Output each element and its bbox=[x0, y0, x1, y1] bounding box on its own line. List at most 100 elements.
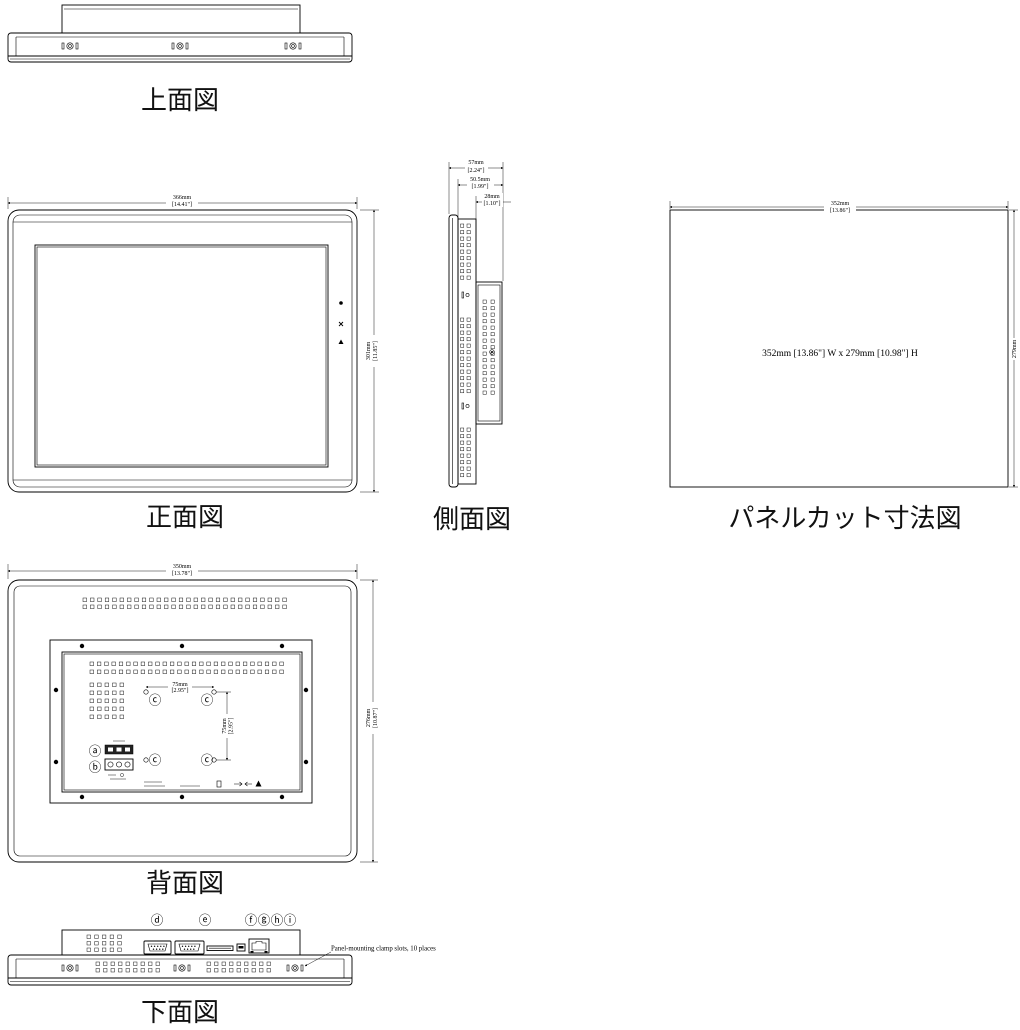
vent-hole bbox=[482, 371, 487, 376]
vent-hole bbox=[97, 604, 102, 609]
vent-hole bbox=[250, 669, 255, 674]
vent-hole bbox=[466, 243, 471, 248]
callout-i: ⓘ bbox=[284, 913, 297, 928]
clamp-slot-tab bbox=[286, 964, 290, 972]
vent-hole bbox=[482, 364, 487, 369]
side-rear-box-inner bbox=[477, 284, 501, 422]
vent-hole bbox=[466, 324, 471, 329]
vent-hole bbox=[164, 604, 169, 609]
clamp-slot-tab bbox=[75, 964, 79, 972]
mount-hole-top-left bbox=[143, 689, 149, 695]
vent-hole bbox=[148, 669, 153, 674]
vent-hole bbox=[466, 427, 471, 432]
callout-f: ⓕ bbox=[245, 913, 258, 928]
vent-hole bbox=[118, 661, 124, 666]
vent-hole bbox=[236, 968, 241, 973]
front-view: 366mm [14.41"] 301mm [11.85"] 正面図 bbox=[7, 193, 379, 532]
vent-hole bbox=[466, 350, 471, 355]
panel-cut-height-mask bbox=[1010, 338, 1018, 360]
port-pin bbox=[191, 945, 193, 947]
vent-hole bbox=[235, 661, 240, 666]
rear-plate-vents bbox=[89, 661, 284, 719]
side-depth-behind-mm: 50.5mm bbox=[470, 177, 490, 183]
vent-hole bbox=[482, 384, 487, 389]
vent-hole bbox=[155, 961, 160, 966]
vent-hole bbox=[126, 669, 131, 674]
terminal-screw bbox=[124, 761, 131, 768]
vent-hole bbox=[126, 661, 131, 666]
vent-hole bbox=[104, 661, 109, 666]
vent-hole bbox=[103, 968, 108, 973]
vent-hole bbox=[102, 947, 107, 952]
vent-hole bbox=[238, 597, 243, 602]
vent-hole bbox=[460, 262, 465, 267]
vent-hole bbox=[460, 460, 465, 465]
vent-hole bbox=[171, 597, 176, 602]
side-slot-upper bbox=[461, 291, 464, 299]
clamp-note-leader bbox=[304, 951, 332, 967]
terminal-screw bbox=[107, 761, 114, 768]
vent-hole bbox=[95, 968, 100, 973]
vent-hole bbox=[104, 690, 109, 695]
clamp-slot bbox=[284, 42, 302, 50]
bottom-view: ⓓ ⓔ ⓕ ⓖ ⓗ ⓘ Panel-mounting clamp slots, … bbox=[7, 913, 436, 1027]
vent-hole bbox=[243, 669, 248, 674]
vent-hole bbox=[460, 256, 465, 261]
vent-hole bbox=[490, 384, 495, 389]
vent-hole bbox=[460, 275, 465, 280]
clamp-slot-ring bbox=[66, 964, 74, 972]
vent-hole bbox=[112, 690, 117, 695]
vent-hole bbox=[206, 669, 211, 674]
vent-hole bbox=[89, 669, 94, 674]
vent-hole bbox=[125, 961, 130, 966]
rear-recess-plate bbox=[49, 639, 313, 804]
vent-hole bbox=[112, 597, 117, 602]
vent-hole bbox=[279, 669, 284, 674]
panel-cut-width-mask bbox=[824, 198, 856, 214]
vent-hole bbox=[259, 961, 264, 966]
vent-hole bbox=[482, 338, 487, 343]
ethernet-led-i bbox=[264, 951, 268, 953]
vent-hole bbox=[104, 669, 109, 674]
vent-hole bbox=[199, 661, 204, 666]
front-view-label: 正面図 bbox=[146, 503, 224, 532]
callout-c-bottom-left: ⓒ bbox=[149, 753, 162, 768]
vent-hole bbox=[164, 597, 169, 602]
front-height-mm: 301mm bbox=[366, 342, 372, 361]
vent-hole bbox=[272, 661, 277, 666]
vent-hole bbox=[117, 934, 122, 939]
vent-hole bbox=[208, 597, 213, 602]
vent-hole bbox=[244, 961, 249, 966]
home-indicator-icon bbox=[338, 339, 344, 344]
side-rear-box-connector-core bbox=[491, 351, 493, 353]
power-terminal-pin bbox=[108, 747, 113, 752]
panel-cut-view: 352mm [13.86"] 279mm 352mm [13.86"] W x … bbox=[669, 198, 1018, 533]
vent-hole bbox=[109, 947, 114, 952]
vent-hole bbox=[272, 669, 277, 674]
side-view: 57mm [2.24"] 50.5mm [1.99"] 28mm [1.10"]… bbox=[433, 158, 511, 534]
usb-icon bbox=[234, 781, 243, 787]
vent-hole bbox=[178, 597, 184, 602]
vent-hole bbox=[213, 661, 218, 666]
rear-height-text-mask bbox=[364, 702, 379, 734]
vent-hole bbox=[125, 968, 130, 973]
vent-hole bbox=[134, 597, 139, 602]
vent-hole bbox=[201, 604, 206, 609]
clamp-slot-tab bbox=[61, 42, 65, 50]
bottom-bezel-flange bbox=[7, 954, 353, 986]
vent-hole bbox=[257, 669, 262, 674]
vent-hole bbox=[252, 604, 258, 609]
clamp-slot-hole bbox=[293, 966, 297, 970]
vent-hole bbox=[170, 661, 175, 666]
vent-hole bbox=[141, 604, 147, 609]
vent-hole bbox=[155, 669, 160, 674]
clamp-slot-ring bbox=[66, 42, 74, 50]
vent-hole bbox=[243, 661, 248, 666]
panel-cut-height-text: 279mm bbox=[1010, 338, 1018, 360]
top-clamp-slots bbox=[61, 42, 302, 50]
rear-height-mm: 276mm bbox=[366, 709, 372, 728]
side-rear-box bbox=[475, 281, 503, 425]
vent-hole bbox=[155, 968, 160, 973]
vent-hole bbox=[221, 968, 226, 973]
